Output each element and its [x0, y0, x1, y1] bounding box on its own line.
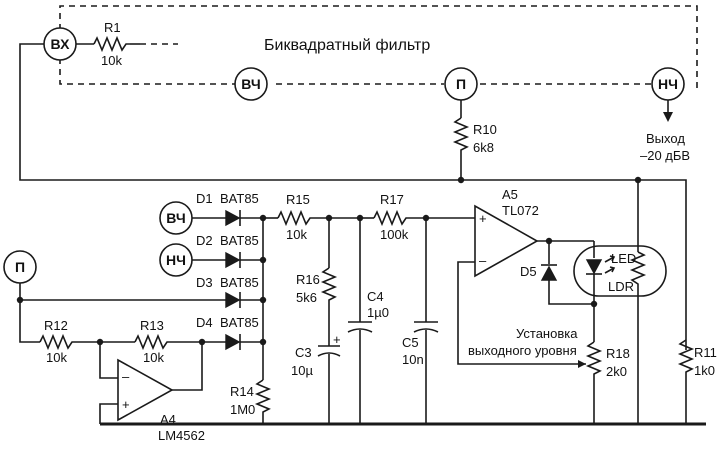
hp-node-filter: ВЧ	[234, 67, 268, 101]
resistor-r10: R10 6k8	[452, 100, 497, 180]
d3-ref: D3	[196, 275, 213, 290]
d3-value: BAT85	[220, 275, 259, 290]
diode-d5: D5	[520, 241, 594, 305]
resistor-r18: R18 2k0 Установка выходного уровня	[468, 326, 630, 424]
r1-value: 10k	[101, 53, 122, 68]
d4-ref: D4	[196, 315, 213, 330]
d1-value: BAT85	[220, 191, 259, 206]
capacitor-c4: C4 1µ0	[347, 218, 389, 424]
bp-node-filter-label: П	[456, 76, 466, 92]
lp-node-filter: НЧ	[651, 67, 685, 101]
capacitor-c5: C5 10n	[402, 218, 439, 424]
r10-ref: R10	[473, 122, 497, 137]
output-label-line2: –20 дБВ	[640, 148, 690, 163]
hp-node-filter-label: ВЧ	[241, 76, 260, 92]
resistor-r14: R14 1M0	[230, 379, 272, 424]
resistor-r15: R15 10k	[263, 192, 360, 242]
diode-d3: D3 BAT85	[16, 275, 263, 309]
r12-ref: R12	[44, 318, 68, 333]
c3-value: 10µ	[291, 363, 313, 378]
diode-d1: D1 BAT85	[192, 191, 263, 227]
c5-ref: C5	[402, 335, 419, 350]
input-node: ВХ	[43, 27, 77, 61]
output-arrow: Выход –20 дБВ	[640, 100, 690, 163]
d1-ref: D1	[196, 191, 213, 206]
r17-value: 100k	[380, 227, 409, 242]
resistor-r1: R1 10k	[76, 20, 130, 68]
diode-d4: D4 BAT85	[196, 315, 263, 351]
bp-node-filter: П	[444, 67, 478, 101]
r13-ref: R13	[140, 318, 164, 333]
r13-value: 10k	[143, 350, 164, 365]
a4-value: LM4562	[158, 428, 205, 443]
biquad-filter-block: Биквадратный фильтр	[59, 5, 698, 90]
a5-ref: A5	[502, 187, 518, 202]
c4-ref: C4	[367, 289, 384, 304]
bp-node-input-label: П	[15, 259, 25, 275]
a4-plus: +	[122, 397, 130, 412]
resistor-r12: R12 10k	[19, 300, 100, 365]
lp-node-input-label: НЧ	[166, 252, 186, 268]
r14-ref: R14	[230, 384, 254, 399]
input-node-label: ВХ	[51, 36, 71, 52]
r1-ref: R1	[104, 20, 121, 35]
level-set-line1: Установка	[516, 326, 578, 341]
c3-ref: C3	[295, 345, 312, 360]
opamp-a5: + – A5 TL072	[457, 187, 586, 365]
r18-ref: R18	[606, 346, 630, 361]
bp-node-input: П	[3, 250, 37, 284]
r17-ref: R17	[380, 192, 404, 207]
a5-minus: –	[479, 253, 487, 268]
capacitor-c3: + C3 10µ	[291, 332, 341, 424]
c4-value: 1µ0	[367, 305, 389, 320]
opamp-a4: – + A4 LM4562	[99, 342, 205, 443]
r12-value: 10k	[46, 350, 67, 365]
a5-value: TL072	[502, 203, 539, 218]
lp-node-filter-label: НЧ	[658, 76, 678, 92]
output-label-line1: Выход	[646, 131, 685, 146]
hp-node-input-label: ВЧ	[166, 210, 185, 226]
ldr-label: LDR	[608, 279, 634, 294]
r15-value: 10k	[286, 227, 307, 242]
lp-node-input: НЧ	[159, 243, 193, 277]
r15-ref: R15	[286, 192, 310, 207]
hp-node-input: ВЧ	[159, 201, 193, 235]
d5-ref: D5	[520, 264, 537, 279]
a4-minus: –	[122, 369, 130, 384]
r16-value: 5k6	[296, 290, 317, 305]
r11-value: 1k0	[694, 363, 715, 378]
optocoupler: LED LDR	[573, 180, 667, 424]
r16-ref: R16	[296, 272, 320, 287]
led-label: LED	[611, 251, 636, 266]
resistor-r13: R13 10k	[100, 318, 202, 365]
level-set-line2: выходного уровня	[468, 343, 577, 358]
r14-value: 1M0	[230, 402, 255, 417]
a5-plus: +	[479, 211, 487, 226]
d4-value: BAT85	[220, 315, 259, 330]
resistor-r11: R11 1k0	[677, 339, 717, 424]
r10-value: 6k8	[473, 140, 494, 155]
c5-value: 10n	[402, 352, 424, 367]
resistor-r17: R17 100k	[360, 192, 475, 242]
filter-title: Биквадратный фильтр	[264, 37, 430, 54]
diode-d2: D2 BAT85	[192, 233, 263, 269]
c3-polarity: +	[333, 332, 341, 347]
d2-ref: D2	[196, 233, 213, 248]
resistor-r16: R16 5k6	[296, 218, 338, 346]
d2-value: BAT85	[220, 233, 259, 248]
r11-ref: R11	[694, 345, 717, 360]
r18-value: 2k0	[606, 364, 627, 379]
